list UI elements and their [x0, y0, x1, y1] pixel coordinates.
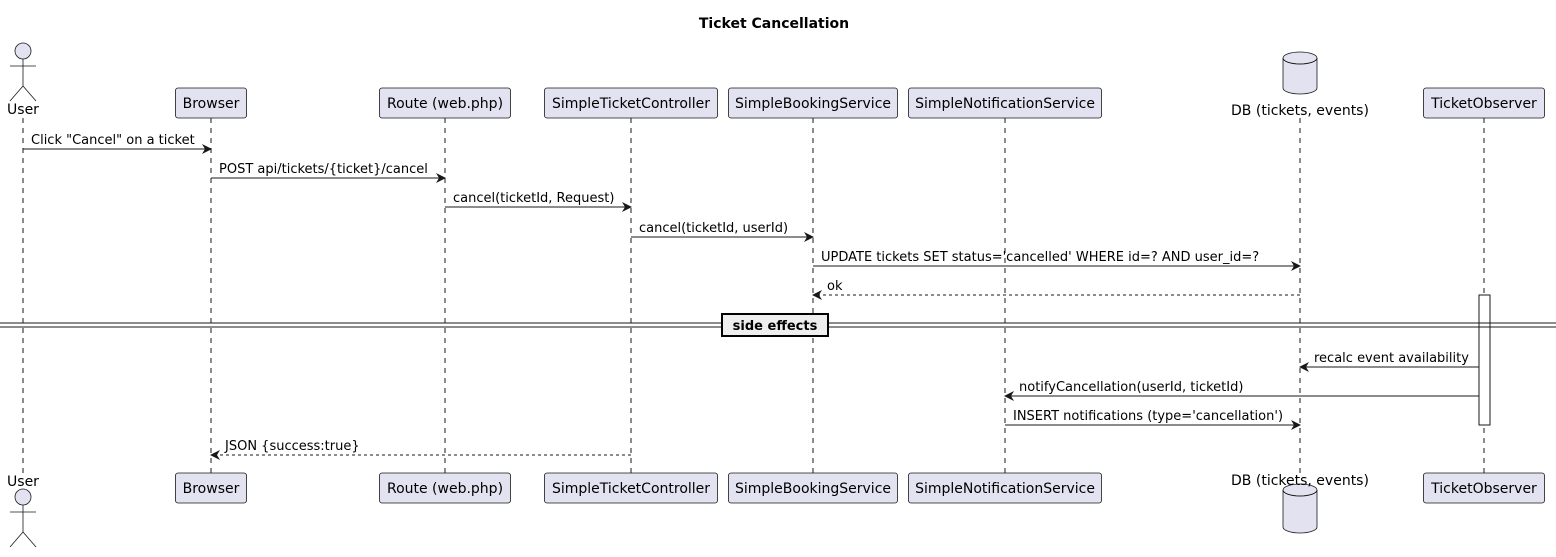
message-10: JSON {success:true} — [210, 439, 631, 460]
message-2: POST api/tickets/{ticket}/cancel — [211, 162, 446, 183]
participant-label: TicketObserver — [1430, 96, 1537, 112]
participant-route-bottom: Route (web.php) — [379, 472, 511, 504]
participant-box — [1423, 87, 1545, 119]
participants-bottom: User Browser Route (web.php) SimpleTicketCo… — [7, 472, 1545, 548]
participant-notification-top: SimpleNotificationService — [908, 87, 1102, 119]
participant-box — [908, 472, 1102, 504]
participant-label: Route (web.php) — [387, 96, 503, 112]
participant-db-top: DB (tickets, events) — [1231, 51, 1369, 119]
database-icon — [1282, 483, 1318, 534]
participant-route-top: Route (web.php) — [379, 87, 511, 119]
divider: side effects — [0, 313, 1556, 337]
participant-label: SimpleNotificationService — [915, 96, 1095, 112]
participant-label: SimpleBookingService — [735, 96, 891, 112]
participant-label: SimpleTicketController — [552, 96, 710, 112]
message-8: notifyCancellation(userId, ticketId) — [1004, 380, 1479, 401]
participant-label: User — [7, 102, 39, 118]
participant-box — [908, 87, 1102, 119]
message-label: INSERT notifications (type='cancellation… — [1013, 409, 1283, 424]
activation-bar-observer — [1478, 294, 1491, 426]
message-9: INSERT notifications (type='cancellation… — [1005, 409, 1301, 430]
participant-observer-bottom: TicketObserver — [1423, 472, 1545, 504]
diagram-title: Ticket Cancellation — [699, 16, 849, 32]
participant-label: DB (tickets, events) — [1231, 103, 1369, 119]
participant-db-bottom: DB (tickets, events) — [1231, 473, 1369, 534]
participant-box — [728, 472, 898, 504]
message-label: UPDATE tickets SET status='cancelled' WH… — [821, 250, 1259, 265]
participant-label: User — [7, 474, 39, 490]
actor-icon — [9, 488, 37, 548]
participant-controller-top: SimpleTicketController — [544, 87, 718, 119]
activations — [1478, 294, 1491, 426]
participant-label: SimpleTicketController — [552, 481, 710, 497]
participant-user-bottom: User — [7, 474, 39, 548]
participant-label: SimpleNotificationService — [915, 481, 1095, 497]
participant-label: DB (tickets, events) — [1231, 473, 1369, 489]
participant-box — [1423, 472, 1545, 504]
message-4: cancel(ticketId, userId) — [631, 221, 814, 242]
participant-label: SimpleBookingService — [735, 481, 891, 497]
participant-label: Route (web.php) — [387, 481, 503, 497]
message-label: cancel(ticketId, Request) — [453, 191, 614, 206]
message-6: ok — [812, 279, 1300, 300]
participant-label: TicketObserver — [1430, 481, 1537, 497]
message-label: JSON {success:true} — [224, 439, 360, 454]
message-label: notifyCancellation(userId, ticketId) — [1019, 380, 1243, 395]
participant-notification-bottom: SimpleNotificationService — [908, 472, 1102, 504]
participant-box — [544, 472, 718, 504]
participant-label: Browser — [183, 481, 240, 497]
participant-browser-bottom: Browser — [175, 472, 247, 504]
participant-box — [728, 87, 898, 119]
message-3: cancel(ticketId, Request) — [445, 191, 632, 212]
message-label: recalc event availability — [1314, 351, 1469, 366]
participant-box — [175, 472, 247, 504]
participant-booking-bottom: SimpleBookingService — [728, 472, 898, 504]
message-label: ok — [827, 279, 843, 294]
message-7: recalc event availability — [1299, 351, 1479, 372]
message-label: Click "Cancel" on a ticket — [31, 133, 195, 148]
divider-box — [721, 313, 829, 337]
divider-label: side effects — [733, 319, 818, 334]
message-1: Click "Cancel" on a ticket — [23, 133, 212, 154]
database-icon — [1282, 51, 1318, 95]
message-label: POST api/tickets/{ticket}/cancel — [219, 162, 428, 177]
participant-booking-top: SimpleBookingService — [728, 87, 898, 119]
participant-observer-top: TicketObserver — [1423, 87, 1545, 119]
participant-box — [175, 87, 247, 119]
participant-box — [544, 87, 718, 119]
participant-browser-top: Browser — [175, 87, 247, 119]
message-5: UPDATE tickets SET status='cancelled' WH… — [813, 250, 1301, 271]
participant-controller-bottom: SimpleTicketController — [544, 472, 718, 504]
participants-top: User Browser Route (web.php) SimpleTicketCo… — [7, 42, 1545, 119]
actor-icon — [9, 42, 37, 102]
participant-label: Browser — [183, 96, 240, 112]
participant-user-top: User — [7, 42, 39, 118]
participant-box — [379, 472, 511, 504]
participant-box — [379, 87, 511, 119]
message-label: cancel(ticketId, userId) — [639, 221, 788, 236]
